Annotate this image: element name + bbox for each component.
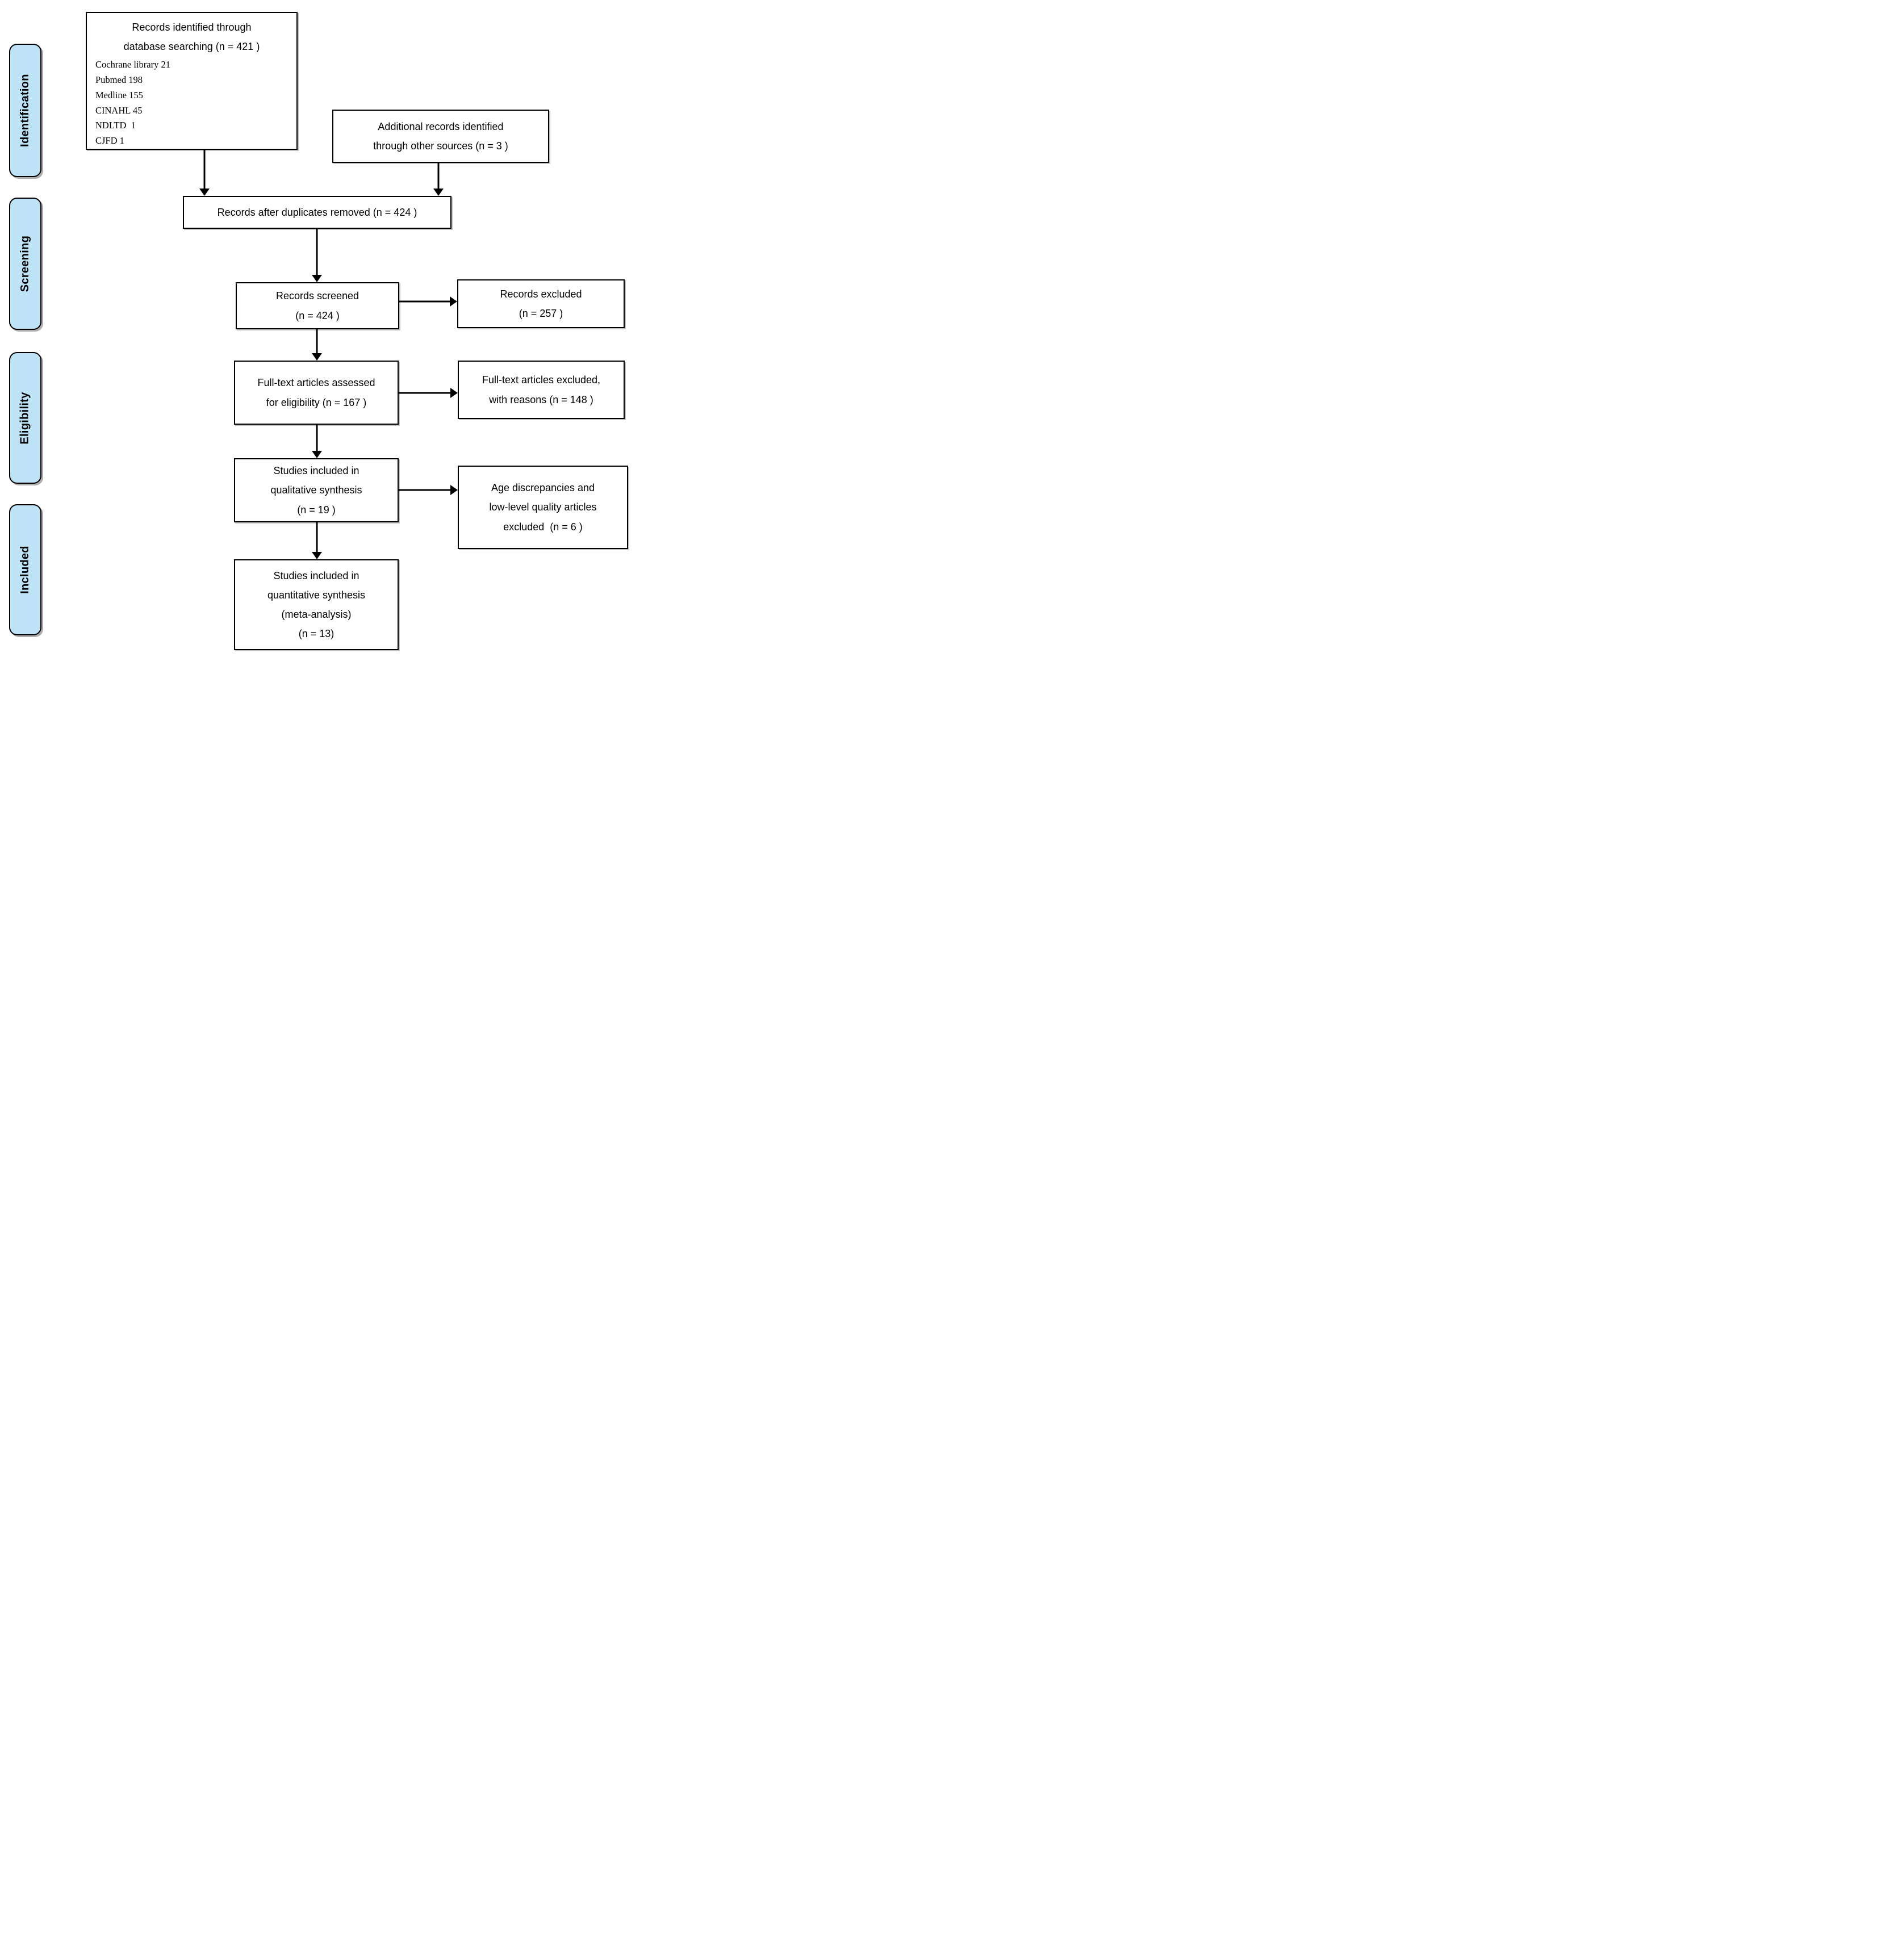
arrowhead-right-icon bbox=[450, 388, 458, 398]
box-line: Records excluded bbox=[500, 288, 582, 300]
stage-included-label: Included bbox=[19, 546, 32, 594]
box-fulltext-excluded: Full-text articles excluded, with reason… bbox=[458, 361, 625, 419]
box-line: qualitative synthesis bbox=[270, 484, 362, 496]
source-item: Medline 155 bbox=[95, 89, 143, 100]
box-line: Full-text articles assessed bbox=[257, 377, 375, 389]
box-duplicates-removed: Records after duplicates removed (n = 42… bbox=[183, 196, 451, 229]
arrow-shaft bbox=[316, 522, 318, 553]
stage-eligibility: Eligibility bbox=[9, 352, 41, 484]
stage-screening: Screening bbox=[9, 198, 41, 330]
box-fulltext-assessed: Full-text articles assessed for eligibil… bbox=[234, 361, 399, 425]
prisma-flow-diagram: Identification Screening Eligibility Inc… bbox=[0, 0, 632, 654]
arrow-shaft bbox=[399, 489, 451, 491]
box-line: Additional records identified bbox=[378, 120, 504, 132]
box-line: Studies included in bbox=[273, 465, 359, 477]
arrowhead-down-icon bbox=[312, 353, 322, 361]
stage-identification-label: Identification bbox=[19, 74, 31, 147]
box-line: Full-text articles excluded, bbox=[482, 374, 601, 386]
arrow-shaft bbox=[316, 425, 318, 452]
source-item: NDLTD 1 bbox=[95, 120, 136, 131]
box-line: (n = 424 ) bbox=[295, 309, 340, 321]
arrow-shaft bbox=[399, 300, 451, 303]
arrow-shaft bbox=[316, 229, 318, 276]
arrow-screened-to-fulltext bbox=[312, 329, 322, 361]
source-item: Pubmed 198 bbox=[95, 74, 143, 86]
box-line: (n = 13) bbox=[298, 628, 335, 640]
box-records-excluded: Records excluded (n = 257 ) bbox=[457, 279, 625, 328]
stage-screening-label: Screening bbox=[19, 235, 31, 292]
box-quantitative-synthesis: Studies included in quantitative synthes… bbox=[234, 559, 399, 650]
box-line: Age discrepancies and bbox=[491, 482, 595, 494]
box-records-identified-title: Records identified through database sear… bbox=[124, 18, 260, 56]
box-line: Records identified through bbox=[132, 22, 252, 33]
box-qualitative-synthesis: Studies included in qualitative synthesi… bbox=[234, 458, 399, 522]
box-line: database searching (n = 421 ) bbox=[123, 41, 260, 53]
stage-included: Included bbox=[9, 504, 41, 635]
arrow-qualitative-to-quantitative bbox=[312, 522, 322, 559]
arrowhead-down-icon bbox=[312, 552, 322, 559]
box-line: through other sources (n = 3 ) bbox=[373, 140, 508, 152]
arrow-screened-to-excluded bbox=[399, 296, 457, 307]
box-line: (meta-analysis) bbox=[281, 609, 352, 620]
box-line: for eligibility (n = 167 ) bbox=[266, 396, 367, 408]
arrow-identified-to-deduplicated bbox=[199, 150, 210, 196]
arrowhead-right-icon bbox=[450, 485, 458, 495]
arrowhead-down-icon bbox=[312, 275, 322, 282]
stage-eligibility-label: Eligibility bbox=[19, 391, 32, 445]
arrow-fulltext-to-ft-excluded bbox=[399, 388, 458, 398]
box-line: (n = 19 ) bbox=[297, 504, 336, 516]
source-item: CINAHL 45 bbox=[95, 104, 143, 116]
arrowhead-right-icon bbox=[450, 296, 457, 307]
box-line: excluded (n = 6 ) bbox=[503, 521, 583, 533]
arrow-fulltext-to-qualitative bbox=[312, 425, 322, 458]
source-item: CJFD 1 bbox=[95, 135, 124, 146]
arrowhead-down-icon bbox=[312, 451, 322, 458]
arrowhead-down-icon bbox=[433, 189, 444, 196]
box-line: low-level quality articles bbox=[489, 501, 597, 513]
arrow-deduplicated-to-screened bbox=[312, 229, 322, 282]
arrow-shaft bbox=[437, 163, 440, 190]
box-line: with reasons (n = 148 ) bbox=[489, 393, 593, 405]
arrow-additional-to-deduplicated bbox=[433, 163, 444, 196]
arrowhead-down-icon bbox=[199, 189, 210, 196]
box-records-identified: Records identified through database sear… bbox=[86, 12, 298, 150]
box-records-screened: Records screened (n = 424 ) bbox=[236, 282, 399, 329]
arrow-shaft bbox=[399, 392, 451, 394]
box-line: Records after duplicates removed (n = 42… bbox=[217, 206, 417, 218]
box-line: quantitative synthesis bbox=[267, 589, 366, 601]
arrow-shaft bbox=[203, 150, 206, 190]
arrow-shaft bbox=[316, 329, 318, 354]
box-line: Studies included in bbox=[273, 569, 359, 581]
arrow-qualitative-to-age-excluded bbox=[399, 485, 458, 495]
box-age-discrepancies-excluded: Age discrepancies and low-level quality … bbox=[458, 466, 628, 549]
box-line: Records screened bbox=[275, 290, 359, 302]
source-item: Cochrane library 21 bbox=[95, 59, 170, 70]
box-line: (n = 257 ) bbox=[519, 308, 563, 319]
box-additional-records: Additional records identified through ot… bbox=[332, 110, 549, 163]
stage-identification: Identification bbox=[9, 44, 41, 177]
database-source-list: Cochrane library 21 Pubmed 198 Medline 1… bbox=[87, 57, 296, 148]
